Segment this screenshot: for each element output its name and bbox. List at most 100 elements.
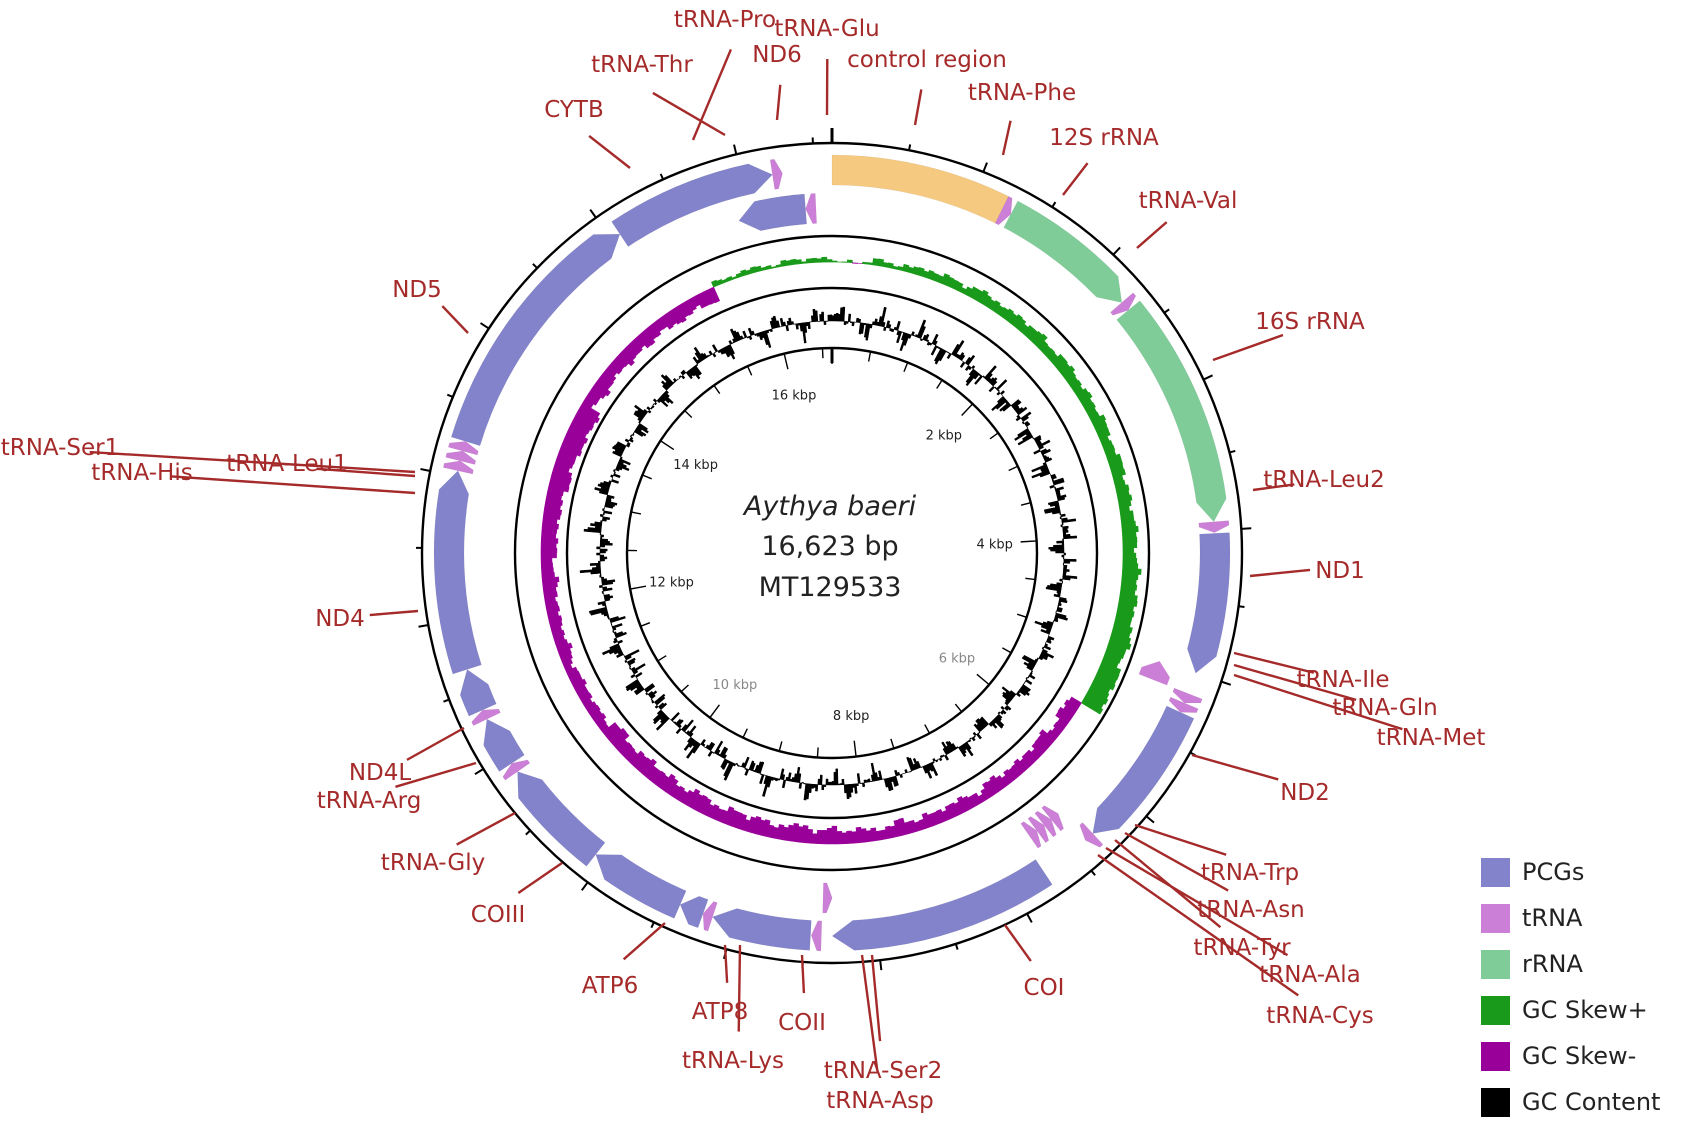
label-trna-phe: tRNA-Phe bbox=[968, 80, 1076, 106]
accession-number: MT129533 bbox=[759, 572, 902, 603]
label-atp6: ATP6 bbox=[582, 973, 639, 999]
inner-scale-tick bbox=[642, 475, 651, 479]
label-trna-glu: tRNA-Glu bbox=[774, 16, 879, 42]
label-trna-gly: tRNA-Gly bbox=[381, 850, 485, 876]
label-coii: COII bbox=[778, 1010, 826, 1036]
outer-scale-tick bbox=[443, 700, 449, 702]
label-trna-asn: tRNA-Asn bbox=[1197, 897, 1305, 923]
inner-scale-tick bbox=[681, 685, 688, 692]
legend-swatch bbox=[1481, 1088, 1510, 1117]
kbp-label: 4 kbp bbox=[976, 537, 1012, 552]
inner-scale-tick bbox=[714, 385, 720, 393]
inner-scale-tick bbox=[925, 725, 930, 734]
kbp-label: 10 kbp bbox=[713, 678, 758, 693]
label-coiii: COIII bbox=[471, 902, 526, 928]
label-12s-rrna: 12S rRNA bbox=[1049, 125, 1159, 151]
leader-trna-asp bbox=[862, 955, 877, 1071]
label-16s-rrna: 16S rRNA bbox=[1255, 309, 1365, 335]
inner-scale-tick bbox=[1017, 614, 1026, 617]
leader-trna-val bbox=[1137, 222, 1167, 248]
outer-scale-tick bbox=[1239, 606, 1245, 607]
leader-cytb bbox=[589, 136, 630, 168]
leader-nd1 bbox=[1250, 570, 1310, 576]
outer-scale-tick bbox=[590, 210, 596, 218]
legend-label: rRNA bbox=[1522, 950, 1583, 978]
legend-label: GC Skew- bbox=[1522, 1042, 1636, 1070]
inner-scale-tick bbox=[630, 586, 646, 589]
outer-scale-tick bbox=[1203, 375, 1212, 379]
label-trna-his: tRNA-His bbox=[91, 460, 192, 486]
label-trna-val: tRNA-Val bbox=[1139, 188, 1238, 214]
outer-scale-tick bbox=[1164, 309, 1169, 313]
leader-trna-trp bbox=[1135, 825, 1226, 855]
inner-scale-tick bbox=[904, 362, 908, 371]
label-nd6: ND6 bbox=[752, 42, 802, 68]
kbp-label: 6 kbp bbox=[939, 652, 975, 667]
outer-scale-tick bbox=[661, 174, 663, 179]
label-trna-leu2: tRNA-Leu2 bbox=[1263, 467, 1385, 493]
inner-scale-tick bbox=[784, 354, 788, 370]
legend-swatch bbox=[1481, 950, 1510, 979]
label-cytb: CYTB bbox=[544, 97, 604, 123]
outer-scale-tick bbox=[1113, 247, 1120, 254]
outer-scale-tick bbox=[481, 323, 489, 328]
inner-scale-tick bbox=[1021, 541, 1037, 542]
outer-scale-tick bbox=[880, 960, 881, 970]
feature-trna-ser2 bbox=[823, 883, 833, 913]
legend-label: GC Skew+ bbox=[1522, 996, 1648, 1024]
label-trna-gln: tRNA-Gln bbox=[1332, 695, 1437, 721]
feature-coiii bbox=[518, 772, 605, 867]
outer-scale-tick bbox=[582, 882, 588, 890]
inner-scale-tick bbox=[817, 748, 818, 758]
label-trna-thr: tRNA-Thr bbox=[591, 52, 693, 78]
leader-coiii bbox=[518, 863, 562, 893]
inner-scale-tick bbox=[779, 741, 782, 751]
legend-label: PCGs bbox=[1522, 858, 1584, 886]
inner-scale-tick bbox=[977, 674, 989, 684]
inner-scale-tick bbox=[854, 741, 856, 757]
label-trna-ile: tRNA-Ile bbox=[1296, 667, 1389, 693]
feature-cytb bbox=[612, 164, 773, 247]
genome-length: 16,623 bp bbox=[761, 531, 898, 562]
kbp-label: 14 kbp bbox=[673, 458, 718, 473]
leader-nd5 bbox=[442, 306, 468, 333]
leader-16s-rrna bbox=[1213, 335, 1283, 360]
legend-label: GC Content bbox=[1522, 1088, 1660, 1116]
inner-scale-tick bbox=[631, 512, 641, 514]
legend-item-pcgs: PCGs bbox=[1481, 849, 1681, 895]
outer-scale-tick bbox=[420, 469, 430, 471]
inner-scale-tick bbox=[1002, 648, 1011, 653]
outer-scale-tick bbox=[1027, 914, 1032, 923]
legend: PCGs tRNA rRNA GC Skew+ GC Skew- GC Content bbox=[1481, 849, 1681, 1125]
leader-trna-gly bbox=[457, 813, 515, 845]
outer-scale-tick bbox=[983, 163, 987, 172]
outer-scale-tick bbox=[533, 264, 537, 268]
outer-scale-tick bbox=[734, 145, 736, 155]
inner-scale-tick bbox=[660, 441, 673, 450]
feature-coii bbox=[713, 909, 812, 951]
leader-trna-thr bbox=[653, 93, 725, 135]
inner-scale-tick bbox=[710, 705, 720, 718]
leader-trna-his bbox=[172, 476, 415, 493]
inner-scale-tick bbox=[990, 433, 998, 439]
inner-scale-tick bbox=[685, 411, 692, 418]
label-trna-arg: tRNA-Arg bbox=[317, 788, 422, 814]
label-trna-trp: tRNA-Trp bbox=[1201, 860, 1299, 886]
outer-scale-tick bbox=[419, 625, 429, 627]
feature-trna-gln bbox=[1139, 661, 1170, 685]
kbp-label: 8 kbp bbox=[833, 709, 869, 724]
outer-scale-tick bbox=[956, 944, 958, 950]
legend-item-rrna: rRNA bbox=[1481, 941, 1681, 987]
feature-16s-rrna bbox=[1117, 301, 1227, 522]
legend-label: tRNA bbox=[1522, 904, 1582, 932]
inner-scale-tick bbox=[1021, 503, 1031, 505]
label-trna-pro: tRNA-Pro bbox=[674, 7, 776, 33]
label-nd4: ND4 bbox=[315, 606, 365, 632]
inner-scale-tick bbox=[937, 380, 942, 388]
label-trna-tyr: tRNA-Tyr bbox=[1193, 935, 1291, 961]
inner-scale-tick bbox=[748, 366, 752, 375]
inner-scale-tick bbox=[1025, 578, 1035, 579]
label-trna-ser1: tRNA-Ser1 bbox=[1, 435, 120, 461]
feature-trna-glu bbox=[806, 193, 817, 223]
